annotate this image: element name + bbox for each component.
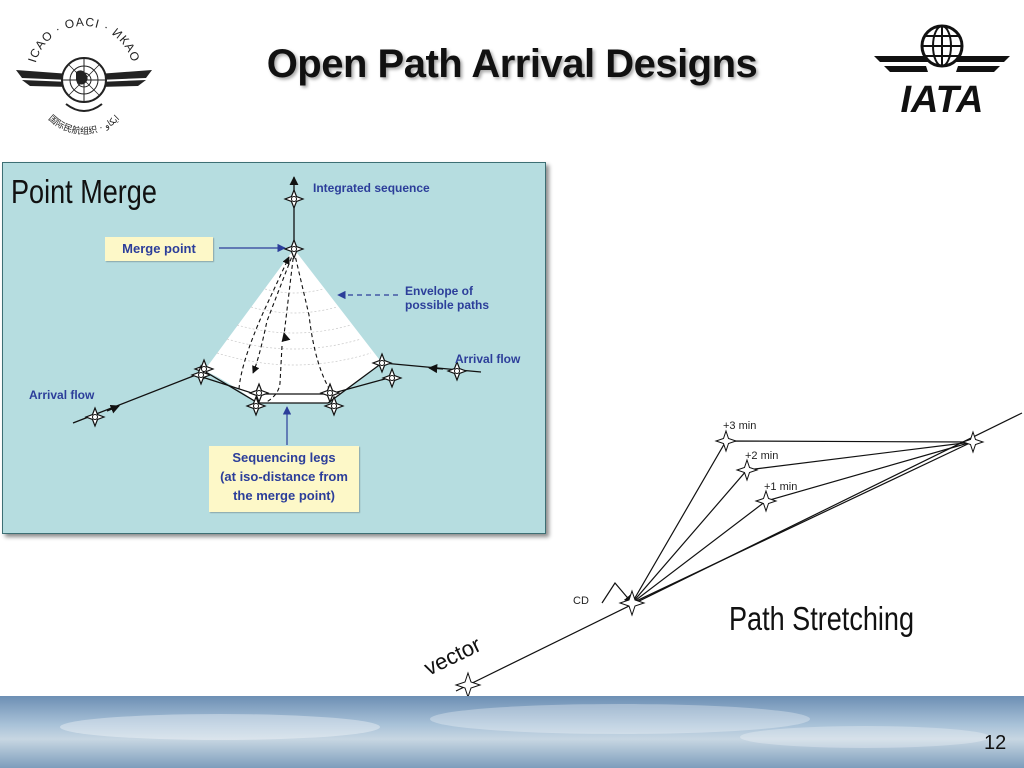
sequencing-legs-line2: (at iso-distance from [220,469,348,484]
envelope-label-line2: possible paths [405,298,490,312]
plus1-label: +1 min [764,481,798,493]
point-merge-diagram: Point Merge Integrated sequence Merge po… [2,162,546,534]
point-merge-drawing [72,176,482,445]
waypoint-plus1 [754,489,778,513]
slide-title: Open Path Arrival Designs [266,42,758,86]
cd-turn-arrow [601,581,633,604]
path-stretching-title: Path Stretching [729,600,915,637]
envelope-of-paths [204,249,382,403]
icao-arc-text-bottom: 国际民航组织 · ايكاو [46,113,122,137]
stretched-paths [631,440,973,604]
iata-globe-icon: IATA [874,24,1010,121]
sequencing-legs-line3: the merge point) [233,488,335,503]
iata-wordmark: IATA [900,79,983,121]
sequencing-legs-callout: Sequencing legs (at iso-distance from th… [209,446,359,512]
waypoint-plus3 [714,429,738,453]
plus2-label: +2 min [745,450,779,462]
plus3-label: +3 min [723,420,757,432]
waypoint-vector [454,671,482,699]
sequencing-leg-inner [201,376,393,395]
point-merge-title: Point Merge [11,173,157,210]
envelope-label: Envelope of possible paths [405,284,489,312]
icao-arc-text-top: ICAO · OACI · ИКАО [25,15,142,64]
svg-text:国际民航组织 · ايكاو: 国际民航组织 · ايكاو [46,113,122,137]
integrated-sequence-label: Integrated sequence [313,181,430,195]
envelope-label-line1: Envelope of [405,284,474,298]
waypoint-cd [618,589,646,617]
sequencing-legs-line1: Sequencing legs [232,450,336,465]
page-number: 12 [984,732,1007,754]
waypoint-plus2 [735,458,759,482]
icao-emblem-icon: ICAO · OACI · ИКАО 国际民航组织 · ايكاو [16,15,152,137]
waypoint-rejoin [961,430,985,454]
cd-label: CD [573,595,589,607]
merge-point-callout: Merge point [105,237,213,261]
icao-logo: ICAO · OACI · ИКАО 国际民航组织 · ايكاو [12,14,156,146]
arrival-flow-right-label: Arrival flow [455,352,521,366]
merge-point-label: Merge point [122,241,196,256]
sequencing-leg-outer [203,362,383,404]
arrival-flow-left-label: Arrival flow [29,388,95,402]
footer-sky-band [0,696,1024,768]
svg-text:ICAO · OACI · ИКАО: ICAO · OACI · ИКАО [25,15,143,64]
iata-logo: IATA [872,22,1012,122]
path-stretching-diagram [454,412,1023,699]
ps-waypoints [454,429,985,699]
